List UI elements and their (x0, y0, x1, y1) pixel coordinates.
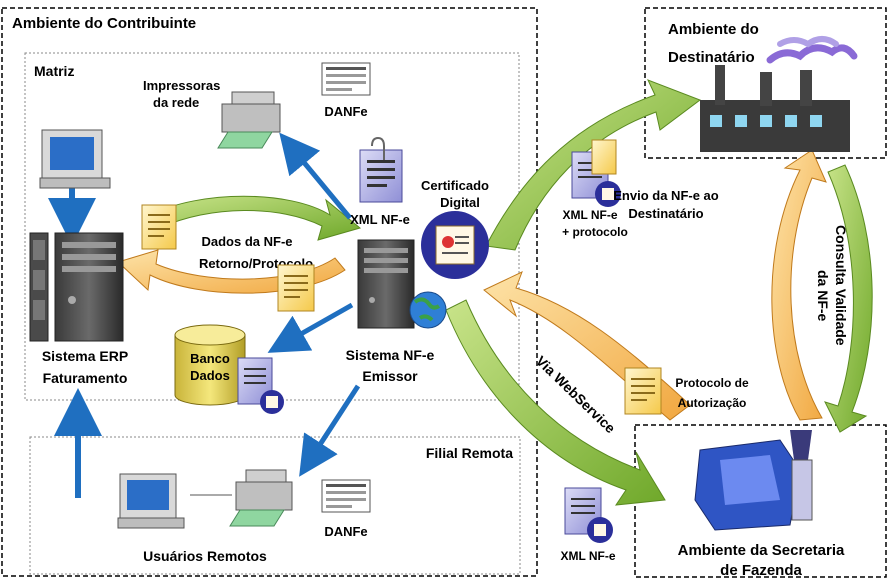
yellow-document-right-icon (277, 264, 315, 312)
destinatario-title-line2: Destinatário (668, 49, 755, 66)
factory-icon (700, 36, 858, 152)
certificado-label-line1: Certificado (421, 178, 489, 193)
remote-printer-icon (229, 469, 293, 527)
xml-nfe-center-label: XML NF-e (350, 212, 410, 227)
erp-label-line1: Sistema ERP (42, 348, 128, 364)
sefaz-title-line1: Ambiente da Secretaria (678, 542, 845, 559)
danfe-document-bottom-icon (321, 479, 371, 513)
globe-icon (409, 291, 447, 329)
xml-document-center-icon (359, 136, 403, 203)
xml-nfe-bottom-label: XML NF-e (560, 549, 615, 563)
contribuinte-title: Ambiente do Contribuinte (12, 15, 196, 32)
network-printer-icon (217, 91, 281, 149)
banco-label-line2: Dados (190, 368, 230, 383)
erp-label-line2: Faturamento (43, 370, 128, 386)
destinatario-region (644, 7, 887, 159)
danfe-bottom-label: DANFe (324, 524, 367, 539)
blue-arrow-to-printers-icon (279, 132, 352, 220)
xml-protocolo-document-icon (571, 139, 621, 207)
yellow-document-left-icon (141, 204, 177, 250)
erp-server-icon (29, 232, 124, 342)
xml-protocolo-label-line2: + protocolo (562, 225, 628, 239)
banco-label-line1: Banco (190, 351, 230, 366)
protocolo-label-line2: Autorização (678, 396, 747, 410)
digital-certificate-icon (421, 211, 489, 279)
desktop-computer-icon (39, 129, 111, 189)
xml-protocolo-label-line1: XML NF-e (562, 208, 617, 222)
database-icon (174, 324, 246, 406)
filial-title: Filial Remota (426, 445, 513, 461)
protocolo-document-icon (624, 367, 662, 415)
nfe-emissor-label-line1: Sistema NF-e (346, 347, 435, 363)
xml-document-bottom-icon (564, 487, 613, 543)
dados-nfe-label: Dados da NF-e (201, 234, 292, 249)
destinatario-title-line1: Ambiente do (668, 21, 759, 38)
blue-arrow-to-database-icon (267, 302, 354, 353)
consulta-label-line1: Consulta Validade (833, 225, 849, 346)
green-arrow-destinatario-to-sefaz-icon (824, 164, 873, 433)
danfe-top-label: DANFe (324, 104, 367, 119)
impressoras-label-line1: Impressoras (143, 78, 220, 93)
certificado-label-line2: Digital (440, 195, 480, 210)
contribuinte-region (1, 7, 538, 577)
orange-arrow-sefaz-to-destinatario-icon (771, 149, 827, 421)
matriz-title: Matriz (34, 63, 74, 79)
usuarios-remotos-label: Usuários Remotos (143, 548, 267, 564)
sefaz-building-icon (694, 430, 813, 531)
protocolo-label-line1: Protocolo de (675, 376, 749, 390)
consulta-label-line2: da NF-e (815, 270, 831, 322)
nfe-server-icon (357, 239, 415, 329)
db-document-icon (237, 357, 284, 414)
impressoras-label-line2: da rede (153, 95, 199, 110)
green-arrow-erp-to-emitter-icon (149, 195, 362, 241)
green-arrow-to-sefaz-icon (445, 299, 666, 506)
filial-region (29, 436, 521, 575)
sefaz-title-line2: de Fazenda (720, 562, 802, 579)
danfe-document-top-icon (321, 62, 371, 96)
blue-arrow-to-remote-printer-icon (299, 384, 361, 477)
nfe-emissor-label-line2: Emissor (362, 368, 418, 384)
remote-computer-icon (117, 473, 185, 529)
envio-label-line2: Destinatário (628, 206, 703, 221)
envio-label-line1: Envio da NF-e ao (613, 188, 719, 203)
